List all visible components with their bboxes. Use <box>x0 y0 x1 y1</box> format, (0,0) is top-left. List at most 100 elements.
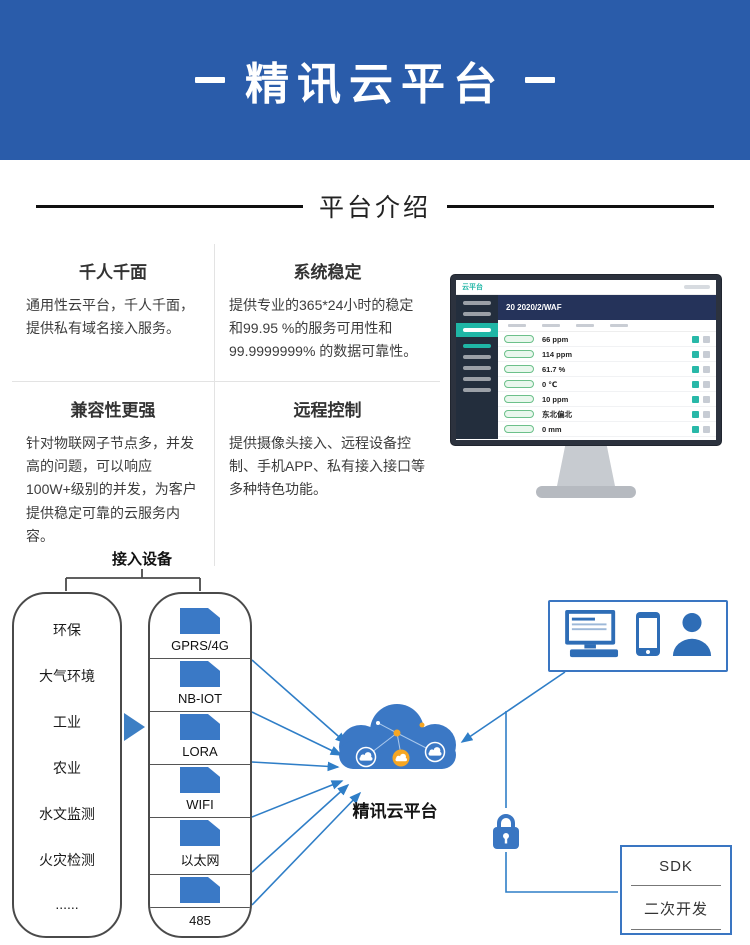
sidebar-subitem <box>463 344 491 348</box>
document-icon <box>180 714 220 740</box>
chart-icon <box>692 350 699 358</box>
protocol-item: LORA <box>150 714 250 765</box>
dashboard-main: 20 2020/2/WAF 66 ppm 114 ppm 61.7 % 0 ℃ … <box>498 295 716 439</box>
page-title: 精讯云平台 <box>245 60 505 109</box>
industry-item: 火灾检测 <box>39 852 95 868</box>
architecture-diagram: 接入设备 环保 大气环境 工业 农业 水文监测 火灾检测 ...... GPRS… <box>0 545 750 945</box>
feature-title: 兼容性更强 <box>70 401 156 421</box>
access-devices-label: 接入设备 <box>111 551 172 568</box>
feature-title: 千人千面 <box>79 263 147 282</box>
heading-rule-right <box>447 204 715 208</box>
features-and-preview: 千人千面 通用性云平台，千人千面，提供私有域名接入服务。 系统稳定 提供专业的3… <box>0 224 750 566</box>
protocol-label: 以太网 <box>150 850 250 875</box>
client-devices-box <box>548 600 728 672</box>
dashboard-table: 66 ppm 114 ppm 61.7 % 0 ℃ 10 ppm 东北偏北 0 … <box>498 332 716 439</box>
feature-title: 远程控制 <box>293 401 362 421</box>
protocol-item: 485 <box>150 877 250 936</box>
sidebar-item <box>463 312 491 316</box>
monitor-stand-base <box>536 486 636 498</box>
protocol-item: WIFI <box>150 767 250 818</box>
dashboard-sidebar <box>456 295 498 439</box>
dashboard-body: 20 2020/2/WAF 66 ppm 114 ppm 61.7 % 0 ℃ … <box>456 295 716 439</box>
chart-icon <box>692 365 699 373</box>
document-icon <box>180 661 220 687</box>
protocol-item: GPRS/4G <box>150 608 250 659</box>
platform-screenshot-monitor: 云平台 <box>450 274 722 498</box>
cloud-icon <box>322 695 472 787</box>
more-icon <box>703 380 710 388</box>
device-badge <box>504 410 534 418</box>
more-icon <box>703 350 710 358</box>
protocol-label: LORA <box>150 744 250 765</box>
protocol-list-box: GPRS/4G NB-IOT LORA WIFI 以太网 485 <box>148 592 252 938</box>
device-badge <box>504 380 534 388</box>
table-row: 10 ppm <box>498 392 716 407</box>
table-row: 0 mm <box>498 422 716 437</box>
feature-card: 系统稳定 提供专业的365*24小时的稳定和99.95 %的服务可用性和 99.… <box>215 244 440 383</box>
sdk-label: SDK <box>630 850 722 886</box>
document-icon <box>180 767 220 793</box>
sdk-sublabel: 二次开发 <box>630 890 722 930</box>
device-badge <box>504 365 534 373</box>
more-icon <box>703 425 710 433</box>
heading-rule-left <box>36 204 303 208</box>
feature-text: 提供专业的365*24小时的稳定和99.95 %的服务可用性和 99.99999… <box>229 297 418 360</box>
arrow-right-icon <box>124 713 145 741</box>
smartphone-icon <box>635 611 661 662</box>
table-row: 114 ppm <box>498 347 716 362</box>
table-row: 66 ppm <box>498 332 716 347</box>
industry-item: 水文监测 <box>39 806 95 822</box>
table-row: 0 ℃ <box>498 377 716 392</box>
monitor-stand-neck <box>557 446 615 486</box>
chart-icon <box>692 335 699 343</box>
cloud-platform-label: 精讯云平台 <box>352 802 438 821</box>
person-icon <box>671 612 713 661</box>
more-icon <box>703 410 710 418</box>
more-icon <box>703 395 710 403</box>
dashboard-topbar: 云平台 <box>456 280 716 295</box>
feature-text: 提供摄像头接入、远程设备控制、手机APP、私有接入接口等多种特色功能。 <box>229 435 426 498</box>
dashboard-band-title: 20 2020/2/WAF <box>506 303 562 312</box>
sidebar-item <box>463 301 491 305</box>
protocol-item: NB-IOT <box>150 661 250 712</box>
more-icon <box>703 335 710 343</box>
sidebar-item-active <box>456 323 498 337</box>
intro-section-heading: 平台介绍 <box>0 188 750 224</box>
protocol-label: GPRS/4G <box>150 638 250 659</box>
protocol-label: 485 <box>150 907 250 936</box>
dashboard-brand: 云平台 <box>462 284 483 291</box>
industry-item: 环保 <box>53 622 81 638</box>
chart-icon <box>692 380 699 388</box>
sidebar-item <box>463 377 491 381</box>
document-icon <box>180 608 220 634</box>
monitor-screen: 云平台 <box>450 274 722 446</box>
feature-title: 系统稳定 <box>293 263 362 282</box>
document-icon <box>180 820 220 846</box>
feature-text: 针对物联网子节点多，并发高的问题，可以响应100W+级别的并发，为客户提供稳定可… <box>26 435 197 544</box>
sidebar-item <box>463 388 491 392</box>
document-icon <box>180 877 220 903</box>
chart-icon <box>692 425 699 433</box>
industry-list-box: 环保 大气环境 工业 农业 水文监测 火灾检测 ...... <box>12 592 122 938</box>
desktop-icon <box>563 609 625 664</box>
sdk-box: SDK 二次开发 <box>620 845 732 935</box>
lock-icon <box>488 810 524 852</box>
feature-text: 通用性云平台，千人千面，提供私有域名接入服务。 <box>26 297 194 337</box>
table-row: 东北偏北 <box>498 407 716 422</box>
device-badge <box>504 335 534 343</box>
feature-card: 兼容性更强 针对物联网子节点多，并发高的问题，可以响应100W+级别的并发，为客… <box>12 382 215 566</box>
page-banner: 精讯云平台 <box>0 0 750 160</box>
protocol-label: WIFI <box>150 797 250 818</box>
cloud-badge-center <box>392 749 410 767</box>
industry-item: 工业 <box>53 714 81 730</box>
device-badge <box>504 425 534 433</box>
dashboard-header-band: 20 2020/2/WAF <box>498 295 716 320</box>
device-badge <box>504 350 534 358</box>
intro-title: 平台介绍 <box>319 194 432 222</box>
dashboard-column-headers <box>498 320 716 332</box>
industry-item: 大气环境 <box>39 668 95 684</box>
chart-icon <box>692 395 699 403</box>
protocol-item: 以太网 <box>150 820 250 875</box>
dashboard-user-placeholder <box>684 285 710 289</box>
features-grid: 千人千面 通用性云平台，千人千面，提供私有域名接入服务。 系统稳定 提供专业的3… <box>12 244 440 566</box>
